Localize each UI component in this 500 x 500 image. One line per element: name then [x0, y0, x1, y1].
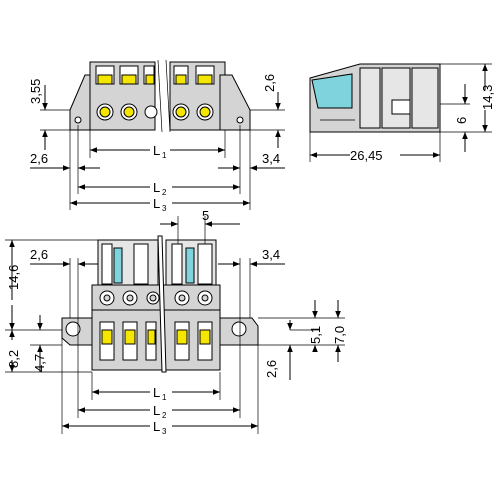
top-right-slots — [172, 65, 215, 121]
front-height-label: 14,6 — [6, 265, 21, 290]
top-flange-height-label: 3,55 — [28, 79, 43, 104]
front-l2-sub: 2 — [162, 411, 167, 420]
top-l2-label: L — [153, 180, 160, 195]
top-right-margin-label: 3,4 — [262, 151, 280, 166]
top-left-margin-label: 2,6 — [30, 151, 48, 166]
front-view: 5 2,6 3,4 14,6 8,2 4,7 5, — [5, 208, 347, 436]
front-left-margin-label: 2,6 — [30, 247, 48, 262]
top-right-flange — [219, 74, 251, 131]
side-view: 26,45 14,3 6 — [309, 63, 495, 163]
front-bottom-height-label: 8,2 — [6, 350, 21, 368]
top-l1-sub: 1 — [162, 151, 167, 160]
front-l3-label: L — [153, 419, 160, 434]
front-l3-sub: 3 — [162, 427, 167, 436]
side-depth-label: 26,45 — [350, 148, 383, 163]
front-button-row — [99, 321, 213, 361]
top-l2-sub: 2 — [162, 188, 167, 197]
top-l3-label: L — [153, 196, 160, 211]
front-right-margin-label: 3,4 — [262, 247, 280, 262]
front-right-total-label: 7,0 — [332, 326, 347, 344]
top-view: 3,55 2,6 3,4 2,6 L 1 L 2 — [28, 59, 285, 213]
front-right-lower-label: 2,6 — [264, 360, 279, 378]
side-offset-label: 6 — [454, 117, 469, 124]
top-l3-sub: 3 — [162, 204, 167, 213]
top-left-slots — [95, 65, 158, 121]
side-actuator — [311, 73, 353, 109]
top-l1-label: L — [153, 143, 160, 158]
front-right-upper-label: 5,1 — [308, 326, 323, 344]
front-l2-label: L — [153, 403, 160, 418]
front-screw-row — [99, 290, 213, 306]
side-height-label: 14,3 — [480, 85, 495, 110]
front-l1-label: L — [153, 385, 160, 400]
front-l1-sub: 1 — [162, 393, 167, 402]
front-hole-offset-label: 4,7 — [32, 354, 47, 372]
front-pitch-label: 5 — [202, 208, 209, 223]
top-right-height-label: 2,6 — [262, 74, 277, 92]
